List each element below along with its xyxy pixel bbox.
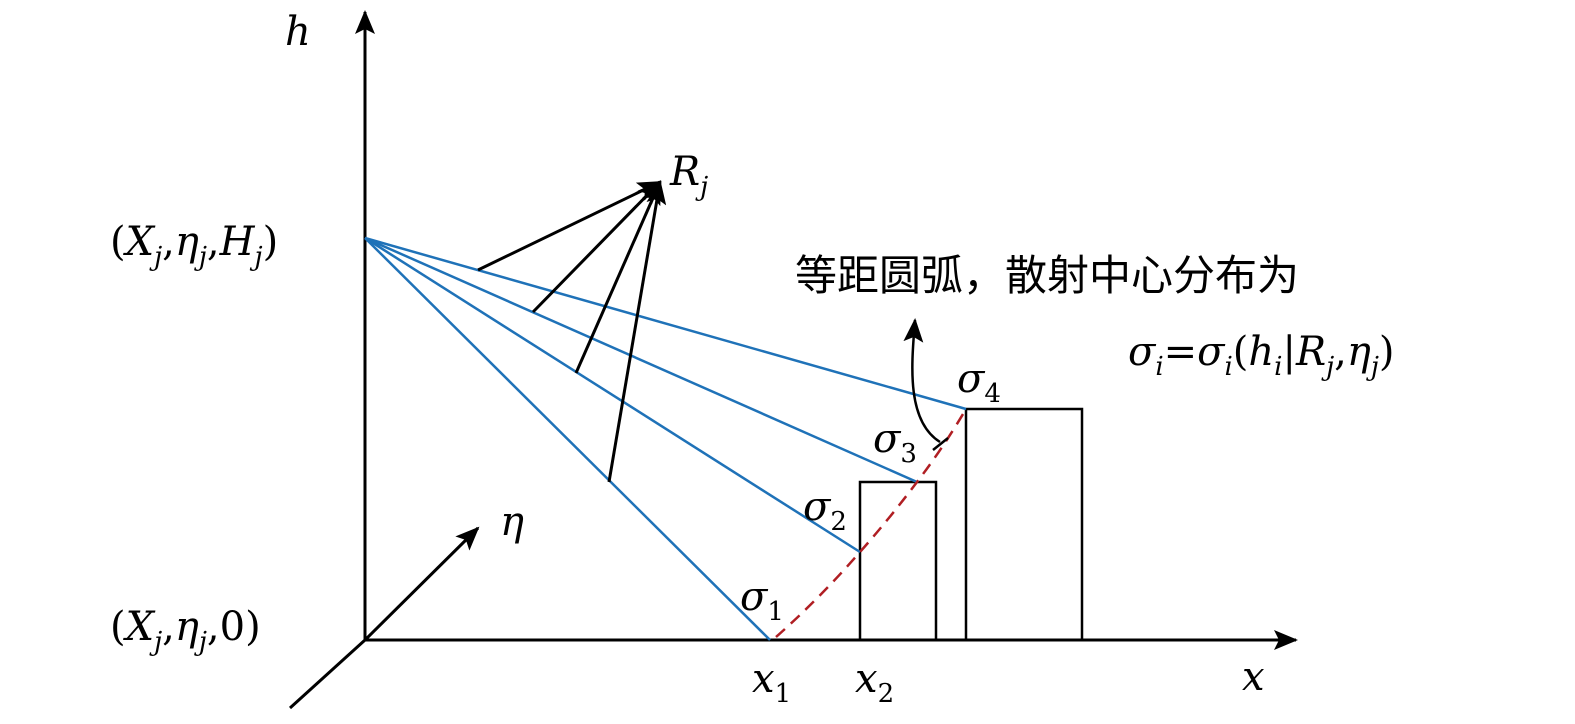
source-point-label: (Xj​,ηj​,Hj​) — [110, 219, 278, 272]
annotation-pointer-tail — [932, 437, 949, 451]
h-axis-label: h — [285, 9, 311, 55]
ray-3 — [364, 236, 918, 484]
range-arrow-3 — [574, 180, 662, 374]
building-2 — [964, 407, 1084, 642]
label-part: η — [175, 219, 199, 265]
label-subscript: 4 — [984, 379, 1001, 409]
label-subscript: 1 — [775, 679, 792, 709]
label-part: h — [285, 9, 311, 55]
label-subscript: i — [1274, 352, 1282, 382]
label-part: R — [1295, 329, 1326, 375]
annotation-text: 等距圆弧，散射中心分布为 — [795, 251, 1299, 300]
equidistant-arc — [775, 408, 968, 638]
label-subscript: 3 — [900, 439, 917, 469]
building-1 — [858, 480, 938, 642]
eta-axis-label: η — [500, 499, 524, 545]
label-part: R — [669, 149, 700, 195]
label-subscript: 2 — [830, 507, 847, 537]
label-part: , — [162, 219, 175, 265]
label-part: | — [1283, 329, 1296, 375]
x2-label: x2​ — [855, 656, 894, 709]
label-part: σ — [957, 356, 986, 402]
label-part: ( — [110, 604, 126, 650]
x1-label: x1​ — [752, 656, 791, 709]
label-subscript: 2 — [878, 679, 895, 709]
label-subscript: i — [1155, 352, 1163, 382]
label-part: σ — [803, 484, 832, 530]
label-part: = — [1164, 329, 1198, 375]
eta-axis-arrow — [363, 526, 480, 642]
ground-point-label: (Xj​,ηj​,0) — [110, 604, 261, 657]
label-part: ,0) — [207, 604, 261, 650]
annotation-formula: σi​=σi​(hi​|Rj​,ηj​) — [1128, 329, 1395, 382]
sigma-1-label: σ1​ — [740, 574, 784, 627]
label-part: ) — [263, 219, 279, 265]
label-part: ) — [1379, 329, 1395, 375]
label-part: , — [162, 604, 175, 650]
label-part: h — [1248, 329, 1274, 375]
range-arrow-2 — [531, 180, 662, 314]
label-part: σ — [1128, 329, 1157, 375]
ray-2 — [364, 236, 861, 554]
label-part: X — [123, 219, 156, 265]
label-part: η — [175, 604, 199, 650]
sigma-4-label: σ4​ — [957, 356, 1001, 409]
label-part: η — [500, 499, 524, 545]
label-part: ( — [110, 219, 126, 265]
range-arrow-4 — [607, 180, 667, 483]
label-part: σ — [873, 416, 902, 462]
range-label: Rj​ — [669, 149, 708, 202]
label-subscript: i — [1224, 352, 1232, 382]
ray-1 — [364, 237, 771, 641]
label-part: σ — [740, 574, 769, 620]
label-part: x — [1242, 654, 1265, 700]
ray-4 — [364, 236, 967, 411]
annotation-pointer — [903, 318, 941, 444]
sigma-3-label: σ3​ — [873, 416, 917, 469]
eta-axis-back — [288, 638, 367, 710]
label-part: ( — [1233, 329, 1249, 375]
label-part: H — [219, 219, 256, 265]
label-part: η — [1347, 329, 1371, 375]
label-part: X — [123, 604, 156, 650]
range-arrow-1 — [477, 180, 662, 272]
label-subscript: 1 — [767, 597, 784, 627]
sigma-2-label: σ2​ — [803, 484, 847, 537]
label-part: , — [207, 219, 220, 265]
label-part: σ — [1197, 329, 1226, 375]
x-axis-label: x — [1242, 654, 1265, 700]
label-part: x — [855, 656, 878, 702]
label-part: x — [752, 656, 775, 702]
label-part: , — [1334, 329, 1347, 375]
